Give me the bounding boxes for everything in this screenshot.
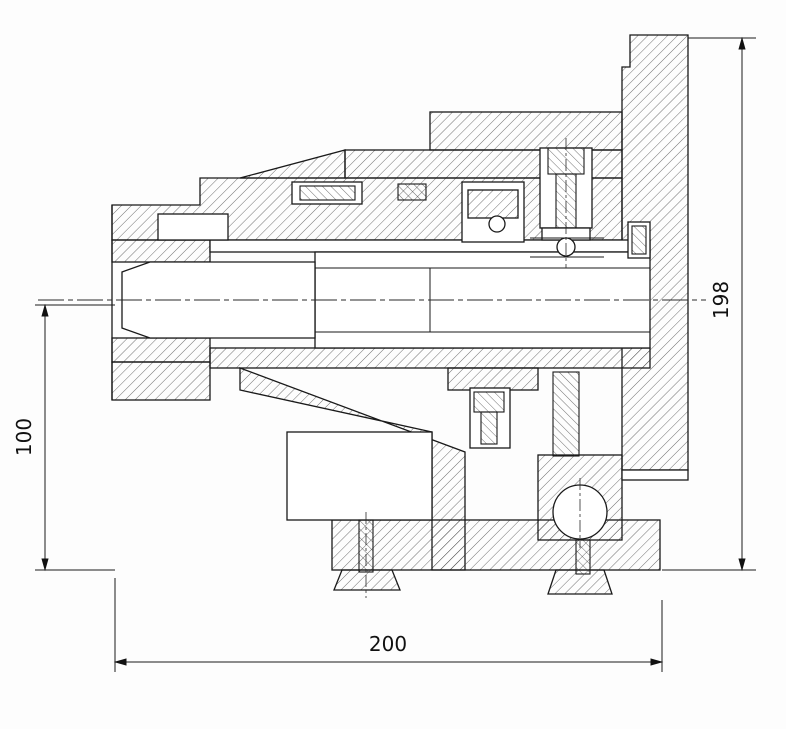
conical-sleeve-section bbox=[239, 149, 346, 179]
sleeve-band bbox=[209, 239, 651, 253]
base-foot-left bbox=[333, 569, 401, 591]
plate-bottom-step bbox=[621, 469, 689, 481]
dimension-label-198: 198 bbox=[709, 281, 733, 319]
lower-bolt-head bbox=[473, 391, 505, 413]
bearing-ball-2 bbox=[488, 215, 506, 233]
chuck-strip-bottom bbox=[111, 337, 211, 363]
side-bolt bbox=[631, 225, 647, 255]
right-stud-shaft bbox=[575, 539, 591, 575]
dimension-100: 100 bbox=[12, 303, 115, 572]
small-top-screw bbox=[397, 183, 427, 201]
chuck-block-bottom bbox=[111, 361, 211, 401]
lower-stud-section bbox=[552, 371, 580, 457]
top-step-block-1 bbox=[429, 111, 623, 151]
lower-cavity bbox=[286, 431, 433, 521]
jaw-slot bbox=[157, 213, 229, 241]
assembly-section bbox=[111, 34, 689, 595]
lower-bolt-shaft bbox=[480, 411, 498, 445]
dimension-198: 198 bbox=[662, 36, 756, 572]
dimension-200: 200 bbox=[113, 578, 664, 672]
lower-flange-section bbox=[209, 347, 651, 369]
centerlines bbox=[38, 138, 706, 598]
dimension-label-100: 100 bbox=[12, 418, 36, 456]
lower-boss-section bbox=[447, 367, 539, 391]
dimension-label-200: 200 bbox=[369, 632, 407, 656]
horizontal-set-screw bbox=[299, 185, 356, 201]
chuck-strip-top bbox=[111, 239, 211, 263]
locknut-section bbox=[467, 189, 519, 219]
